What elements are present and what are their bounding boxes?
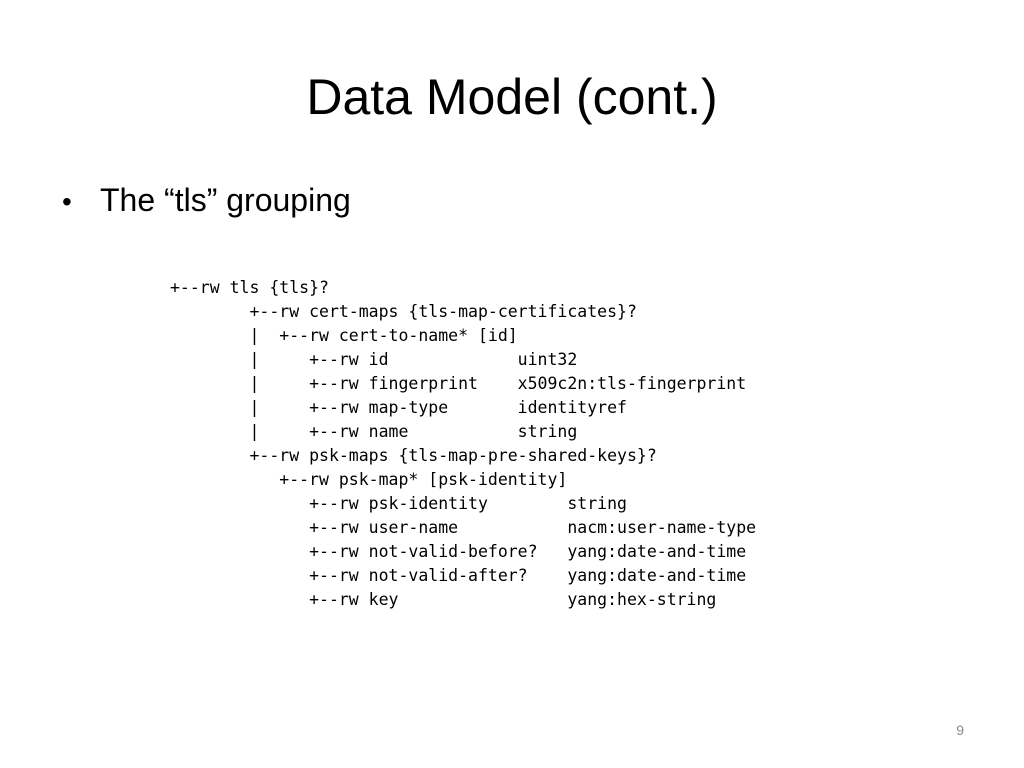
code-line: | +--rw map-type identityref [170,398,627,417]
code-line: | +--rw fingerprint x509c2n:tls-fingerpr… [170,374,747,393]
code-line: +--rw key yang:hex-string [170,590,717,609]
code-line: | +--rw name string [170,422,578,441]
code-line: +--rw tls {tls}? [170,278,329,297]
code-line: +--rw not-valid-after? yang:date-and-tim… [170,566,747,585]
bullet-marker: • [62,186,72,217]
code-line: +--rw psk-map* [psk-identity] [170,470,568,489]
bullet-text: The “tls” grouping [100,182,351,218]
yang-tree-code-block: +--rw tls {tls}? +--rw cert-maps {tls-ma… [170,276,756,612]
code-line: | +--rw id uint32 [170,350,578,369]
code-line: +--rw psk-identity string [170,494,627,513]
code-line: +--rw psk-maps {tls-map-pre-shared-keys}… [170,446,657,465]
bullet-item: • The “tls” grouping [62,178,351,224]
code-line: +--rw not-valid-before? yang:date-and-ti… [170,542,747,561]
slide-title: Data Model (cont.) [306,69,718,125]
code-line: +--rw cert-maps {tls-map-certificates}? [170,302,637,321]
code-line: +--rw user-name nacm:user-name-type [170,518,757,537]
bullet-list: • The “tls” grouping [62,178,351,224]
code-line: | +--rw cert-to-name* [id] [170,326,518,345]
page-number: 9 [956,722,964,738]
